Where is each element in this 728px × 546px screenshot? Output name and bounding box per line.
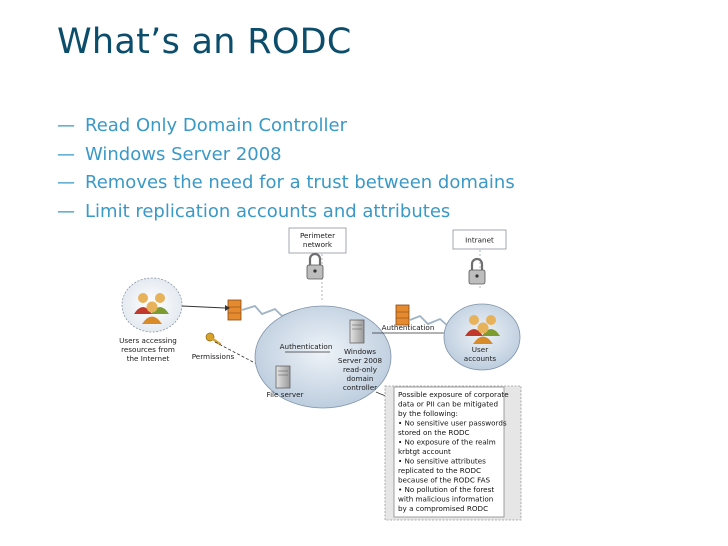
intranet-label: Intranet: [465, 236, 494, 245]
permissions-arrow: [214, 341, 273, 373]
rodc-label-1: Windows: [344, 347, 376, 356]
note-line: replicated to the RODC: [398, 466, 481, 475]
mitigation-note-box: Possible exposure of corporate data or P…: [384, 385, 522, 521]
file-server-icon: [275, 365, 291, 389]
internet-users-label-2: resources from: [121, 345, 175, 354]
authentication-right-label: Authentication: [382, 323, 435, 332]
bullet-item: — Windows Server 2008: [57, 141, 515, 170]
note-line: • No pollution of the forest: [398, 485, 494, 494]
users-group-icon: [134, 293, 169, 324]
bullet-item: — Limit replication accounts and attribut…: [57, 198, 515, 227]
bullet-text: Windows Server 2008: [85, 143, 282, 165]
rodc-label-4: domain: [347, 374, 374, 383]
rodc-label-3: read-only: [343, 365, 378, 374]
internet-users-label-3: the Internet: [127, 354, 170, 363]
key-icon: [205, 332, 222, 346]
rodc-label-2: Server 2008: [338, 356, 383, 365]
users-to-firewall-arrow: [181, 305, 226, 309]
bullet-dash: —: [57, 172, 75, 193]
file-server-label: File server: [266, 390, 303, 399]
padlock-icon: [468, 257, 486, 285]
note-line: data or PII can be mitigated: [398, 400, 498, 409]
bullet-item: — Read Only Domain Controller: [57, 112, 515, 141]
authentication-left-label: Authentication: [280, 342, 333, 351]
bullet-list: — Read Only Domain Controller — Windows Se…: [57, 112, 515, 226]
user-accounts-label-1: User: [472, 345, 488, 354]
note-line: Possible exposure of corporate: [398, 390, 509, 399]
bullet-text: Removes the need for a trust between dom…: [85, 172, 515, 193]
firewall-icon: [227, 299, 242, 321]
perimeter-label-1: Perimeter: [300, 231, 335, 240]
note-line: because of the RODC FAS: [398, 476, 491, 485]
intranet-box: Intranet: [452, 229, 507, 250]
note-line: stored on the RODC: [398, 428, 470, 437]
bullet-dash: —: [57, 200, 75, 222]
note-line: • No sensitive attributes: [398, 457, 486, 466]
user-accounts-label-2: accounts: [464, 354, 497, 363]
bullet-text: Read Only Domain Controller: [85, 115, 348, 136]
rodc-server-icon: [349, 319, 365, 344]
firewall-icon: [395, 304, 410, 326]
note-line: • No exposure of the realm: [398, 438, 496, 447]
note-line: by a compromised RODC: [398, 504, 488, 513]
internet-users-cloud: [121, 277, 183, 333]
padlock-icon: [306, 252, 324, 280]
bullet-item: — Removes the need for a trust between do…: [57, 169, 515, 198]
permissions-label: Permissions: [192, 352, 235, 361]
bullet-dash: —: [57, 143, 75, 165]
intranet-users-cloud: [443, 303, 521, 371]
note-line: • No sensitive user passwords: [398, 419, 507, 428]
rodc-label-5: controller: [343, 383, 377, 392]
note-line: by the following:: [398, 409, 458, 418]
bullet-text: Limit replication accounts and attribute…: [85, 200, 451, 222]
internet-users-label-1: Users accessing: [119, 336, 177, 345]
users-group-icon: [465, 315, 500, 344]
slide-title: What’s an RODC: [57, 22, 352, 62]
perimeter-label-2: network: [303, 240, 333, 249]
note-line: krbtgt account: [398, 447, 451, 456]
note-line: with malicious information: [398, 495, 493, 504]
bullet-dash: —: [57, 115, 75, 136]
perimeter-network-box: Perimeter network: [288, 227, 347, 254]
